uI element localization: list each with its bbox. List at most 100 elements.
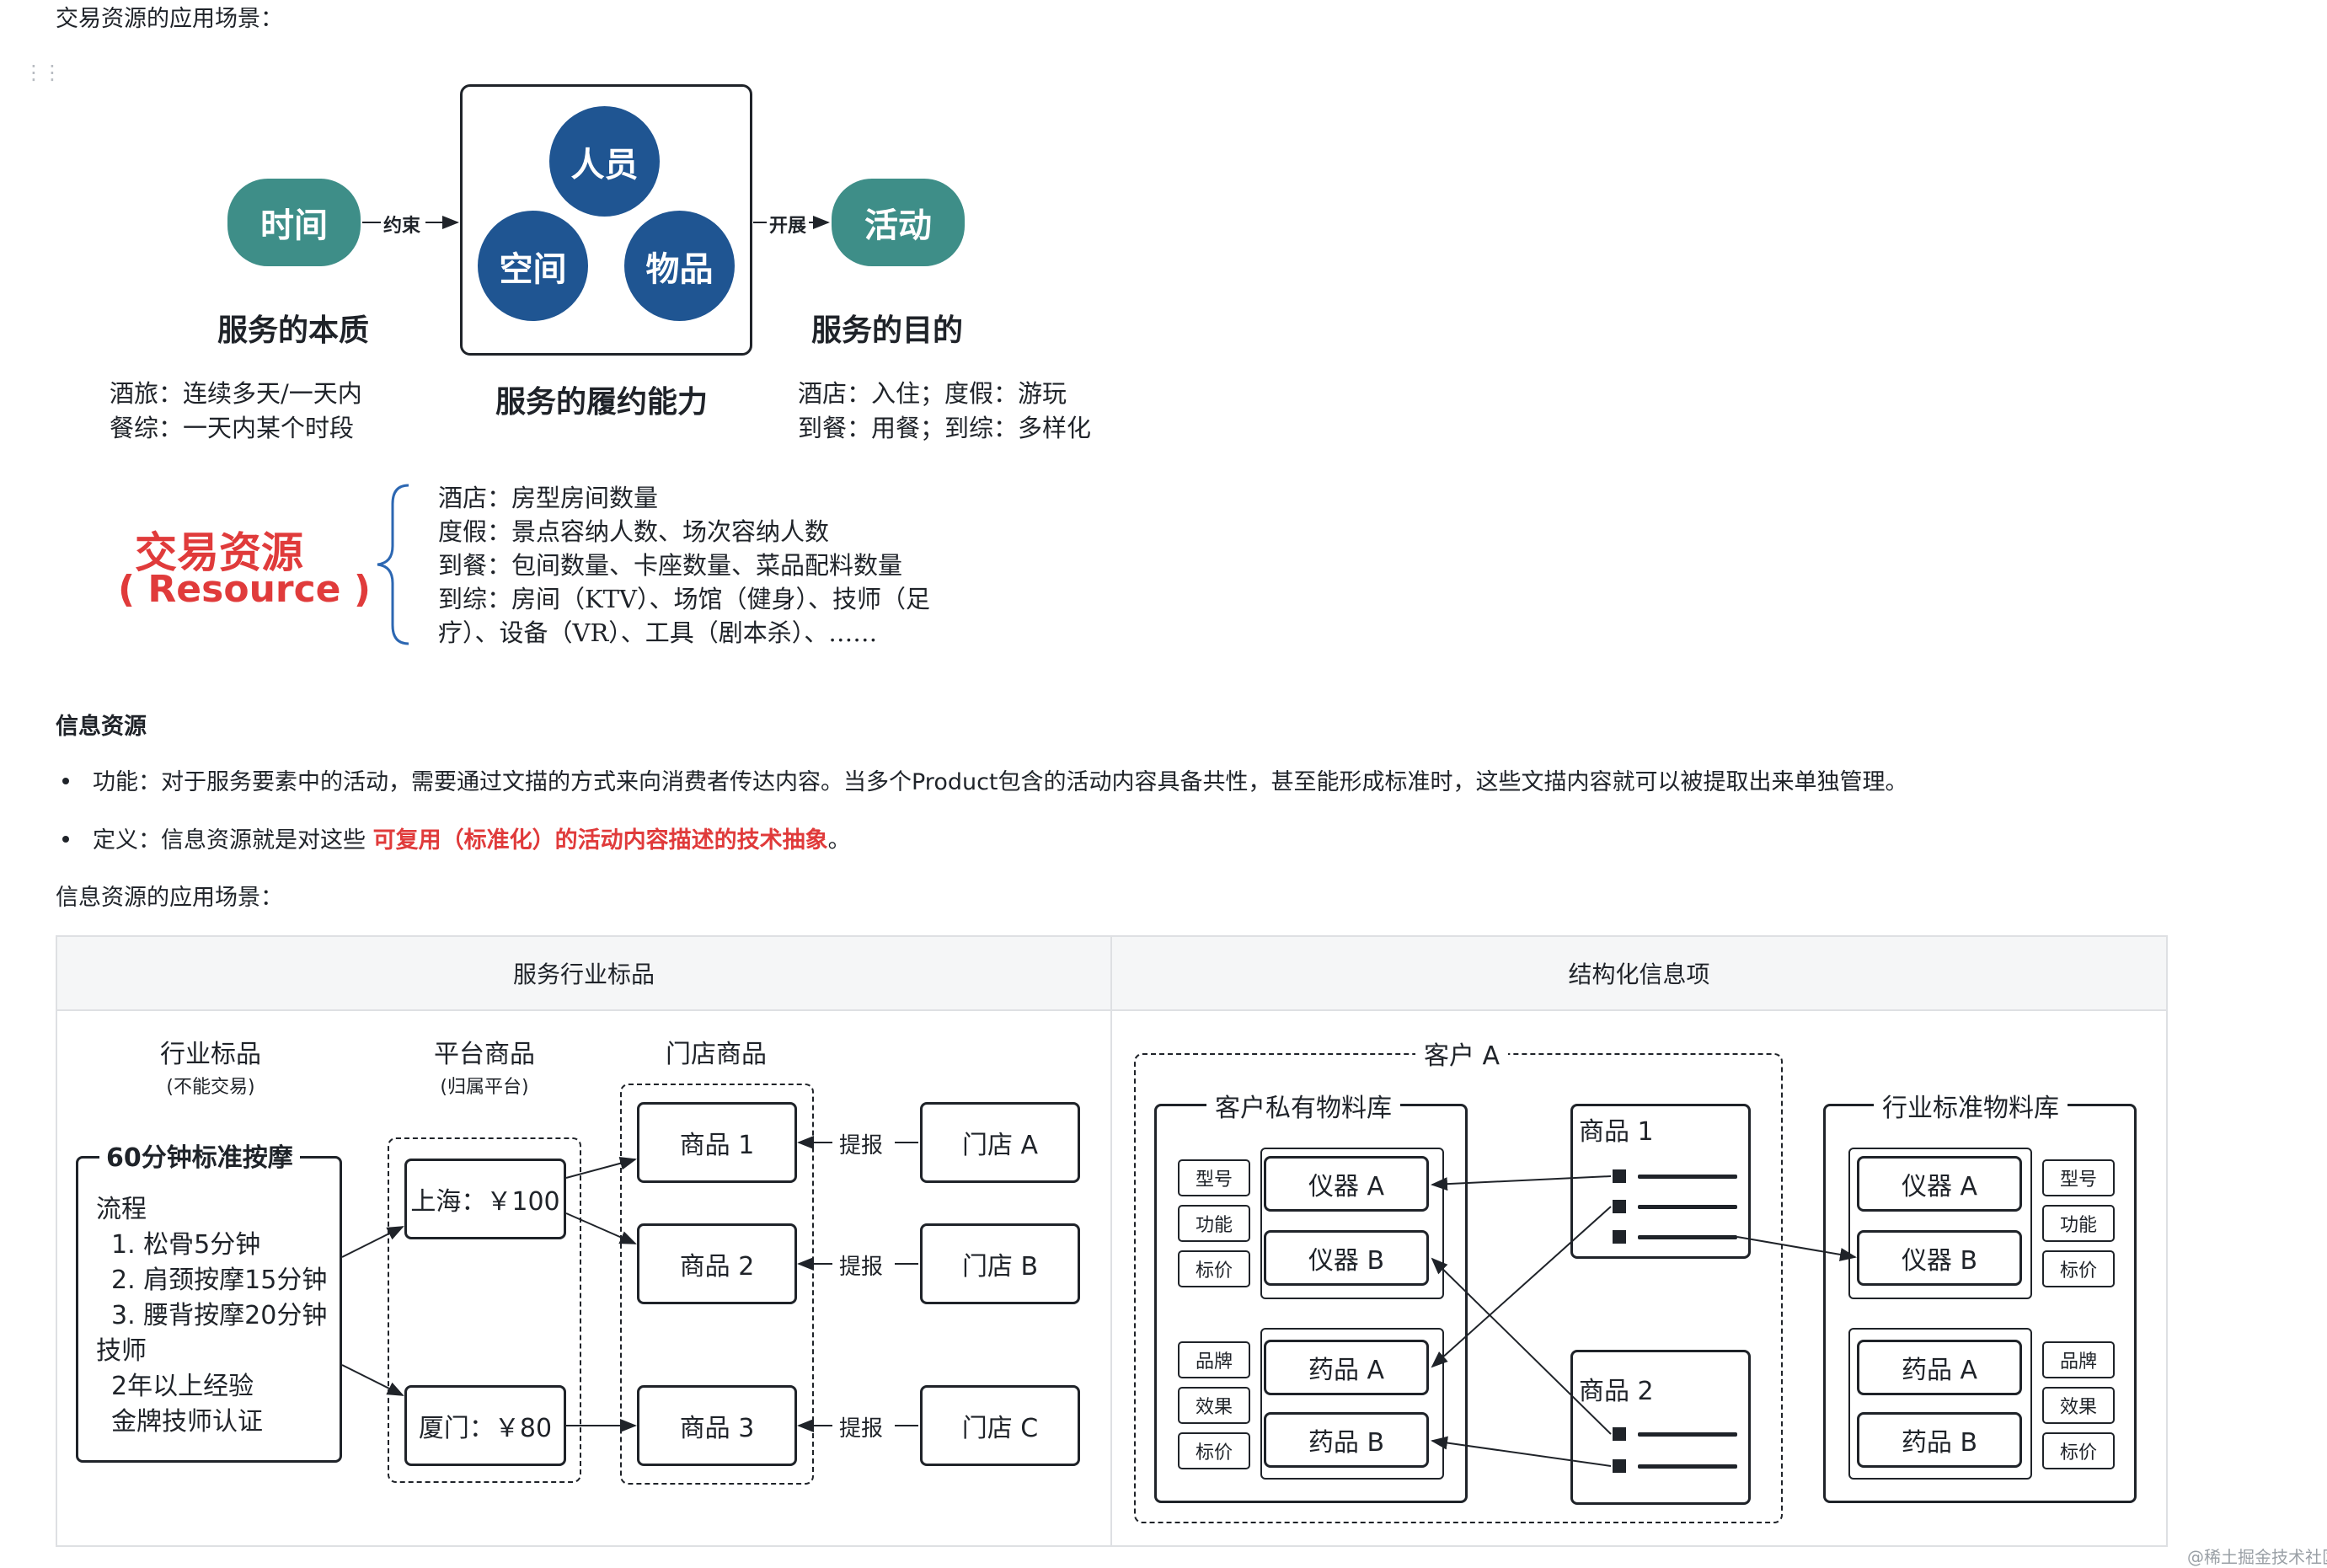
info-scene-label: 信息资源的应用场景： xyxy=(56,885,283,911)
attr-price: 标价 xyxy=(2042,1432,2115,1469)
report-label: 提报 xyxy=(839,1416,884,1442)
private-drug-group xyxy=(1260,1328,1444,1480)
std-line: 技师 xyxy=(96,1336,147,1366)
attr-model: 型号 xyxy=(1178,1159,1250,1196)
col1-subtitle: (不能交易) xyxy=(166,1077,255,1098)
resource-line-4: 到综：房间（KTV）、场馆（健身）、技师（足 xyxy=(438,585,930,613)
product-1-box xyxy=(1570,1104,1751,1259)
attr-price: 标价 xyxy=(1178,1432,1250,1469)
pill-activity: 活动 xyxy=(832,179,965,266)
product-1-line xyxy=(1638,1235,1737,1239)
store-product-group xyxy=(620,1084,814,1485)
product-2-line xyxy=(1638,1464,1737,1469)
product-1-field xyxy=(1613,1169,1626,1183)
bullet-dot xyxy=(62,836,69,843)
customer-label: 客户 A xyxy=(1415,1035,1509,1072)
store-a: 门店 A xyxy=(920,1102,1080,1183)
industry-drug-group xyxy=(1848,1328,2032,1480)
resource-line-3: 到餐：包间数量、卡座数量、菜品配料数量 xyxy=(438,551,903,580)
label-purpose: 服务的目的 xyxy=(811,313,964,348)
industry-drug-b: 药品 B xyxy=(1857,1412,2022,1468)
private-library-label: 客户私有物料库 xyxy=(1206,1087,1400,1124)
product-1-field xyxy=(1613,1230,1626,1244)
curly-brace xyxy=(377,484,409,645)
std-line: 2年以上经验 xyxy=(111,1372,254,1401)
scene-table xyxy=(56,935,2168,1547)
platform-group xyxy=(388,1137,581,1483)
essence-line-2: 餐综：一天内某个时段 xyxy=(110,414,355,442)
std-line: 金牌技师认证 xyxy=(111,1407,263,1437)
attr-brand: 品牌 xyxy=(1178,1341,1250,1378)
product-2-line xyxy=(1638,1432,1737,1437)
report-label: 提报 xyxy=(839,1133,884,1159)
purpose-line-2: 到餐：用餐；到综：多样化 xyxy=(798,414,1092,442)
product-1-line xyxy=(1638,1175,1737,1179)
info-bullet-2: 定义：信息资源就是对这些 可复用（标准化）的活动内容描述的技术抽象。 xyxy=(93,827,851,854)
std-line: 3. 腰背按摩20分钟 xyxy=(111,1301,328,1330)
standard-product-title: 60分钟标准按摩 xyxy=(99,1137,300,1174)
table-header-right: 结构化信息项 xyxy=(1568,961,1710,988)
private-instrument-group xyxy=(1260,1148,1444,1299)
private-drug-a: 药品 A xyxy=(1264,1340,1429,1395)
store-product-1: 商品 1 xyxy=(637,1102,797,1183)
essence-line-1: 酒旅：连续多天/一天内 xyxy=(110,379,362,408)
bullet-dot xyxy=(62,778,69,784)
pill-time: 时间 xyxy=(227,179,361,266)
platform-item-xiamen: 厦门：￥80 xyxy=(404,1385,566,1466)
std-line: 2. 肩颈按摩15分钟 xyxy=(111,1266,328,1295)
industry-library-label: 行业标准物料库 xyxy=(1874,1087,2068,1124)
circle-person: 人员 xyxy=(549,106,660,217)
industry-instrument-b: 仪器 B xyxy=(1857,1230,2022,1286)
industry-drug-a: 药品 A xyxy=(1857,1340,2022,1395)
product-2-field xyxy=(1613,1427,1626,1441)
table-header-left: 服务行业标品 xyxy=(512,961,655,988)
store-b: 门店 B xyxy=(920,1223,1080,1304)
purpose-line-1: 酒店：入住；度假：游玩 xyxy=(798,379,1067,408)
private-instrument-b: 仪器 B xyxy=(1264,1230,1429,1286)
label-essence: 服务的本质 xyxy=(217,313,370,348)
private-instrument-a: 仪器 A xyxy=(1264,1156,1429,1212)
arrow-carry-label: 开展 xyxy=(769,216,807,237)
resource-line-2: 度假：景点容纳人数、场次容纳人数 xyxy=(438,517,830,546)
table-divider xyxy=(1110,937,1112,1545)
resource-title: 交易资源 xyxy=(135,528,303,577)
std-line: 流程 xyxy=(96,1195,147,1224)
product-1-field xyxy=(1613,1200,1626,1213)
product-2-field xyxy=(1613,1459,1626,1473)
col2-title: 平台商品 xyxy=(434,1040,535,1069)
industry-instrument-a: 仪器 A xyxy=(1857,1156,2022,1212)
circle-goods: 物品 xyxy=(624,211,735,321)
col3-title: 门店商品 xyxy=(666,1040,767,1069)
col2-subtitle: (归属平台) xyxy=(440,1077,529,1098)
product-2-label: 商品 2 xyxy=(1579,1377,1654,1406)
intro-text: 交易资源的应用场景： xyxy=(56,6,283,32)
circle-space: 空间 xyxy=(478,211,588,321)
product-1-label: 商品 1 xyxy=(1579,1117,1654,1147)
standard-product-box xyxy=(76,1156,342,1463)
info-bullet-1: 功能：对于服务要素中的活动，需要通过文描的方式来向消费者传达内容。当多个Prod… xyxy=(93,769,1908,795)
industry-instrument-group xyxy=(1848,1148,2032,1299)
attr-effect: 效果 xyxy=(2042,1387,2115,1424)
product-1-line xyxy=(1638,1205,1737,1209)
label-capability: 服务的履约能力 xyxy=(495,385,709,420)
private-drug-b: 药品 B xyxy=(1264,1412,1429,1468)
attr-function: 功能 xyxy=(2042,1205,2115,1242)
attr-price: 标价 xyxy=(2042,1250,2115,1287)
credit-text: @稀土掘金技术社区 xyxy=(2187,1547,2327,1567)
attr-model: 型号 xyxy=(2042,1159,2115,1196)
info-heading: 信息资源 xyxy=(56,714,147,740)
drag-handle-icon[interactable]: ⋮⋮ xyxy=(24,61,62,84)
store-c: 门店 C xyxy=(920,1385,1080,1466)
attr-function: 功能 xyxy=(1178,1205,1250,1242)
col1-title: 行业标品 xyxy=(160,1040,261,1069)
highlight-text: 可复用（标准化）的活动内容描述的技术抽象 xyxy=(372,827,828,854)
attr-effect: 效果 xyxy=(1178,1387,1250,1424)
attr-price: 标价 xyxy=(1178,1250,1250,1287)
report-label: 提报 xyxy=(839,1255,884,1280)
std-line: 1. 松骨5分钟 xyxy=(111,1230,261,1260)
attr-brand: 品牌 xyxy=(2042,1341,2115,1378)
store-product-3: 商品 3 xyxy=(637,1385,797,1466)
